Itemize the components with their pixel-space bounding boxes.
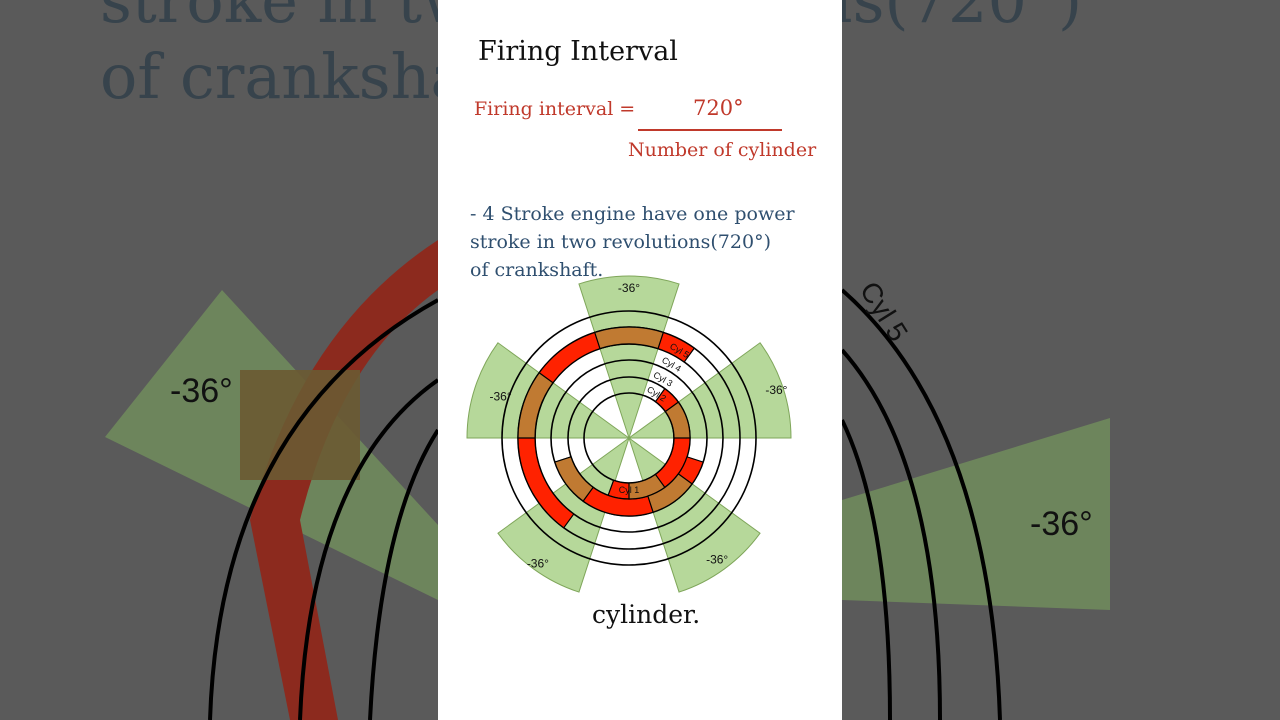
wedge-label-1: -36° xyxy=(618,281,640,295)
bg-wedge-label-left: -36° xyxy=(170,372,233,410)
wedge-label-5: -36° xyxy=(765,383,787,397)
overlap-block-5 xyxy=(593,326,665,350)
wedge-label-2: -36° xyxy=(490,389,512,403)
overlap-block-2 xyxy=(664,401,691,439)
overlap-block-1 xyxy=(628,473,666,500)
bg-ring-3 xyxy=(368,428,440,720)
bg-red-ring xyxy=(250,240,438,720)
formula-denominator: Number of cylinder xyxy=(628,139,817,161)
cylinder-label-1: Cyl 1 xyxy=(619,485,640,495)
overlap-block-6 xyxy=(517,371,554,439)
wedge-label-3: -36° xyxy=(527,556,549,570)
overlap-group xyxy=(517,326,693,513)
content-panel: Firing Interval Firing interval = 720° N… xyxy=(438,0,842,720)
bg-wedge-right xyxy=(842,418,1110,610)
bg-ring-2 xyxy=(298,378,440,720)
page-title: Firing Interval xyxy=(478,36,678,67)
bg-ring-right-1 xyxy=(840,288,1002,720)
bg-ring-right-3 xyxy=(840,419,892,720)
bg-overlap-band xyxy=(240,370,360,480)
bg-ring-1 xyxy=(208,298,439,720)
note-line-3: of crankshaft. xyxy=(470,259,604,281)
note-line-2: stroke in two revolutions(720°) xyxy=(470,231,771,253)
wedge-group xyxy=(466,275,792,593)
power-arc-3 xyxy=(517,326,696,529)
ring-6 xyxy=(501,310,757,566)
fraction-bar xyxy=(638,129,782,131)
bg-wedge-label-right: -36° xyxy=(1030,505,1093,543)
note-text: - 4 Stroke engine have one power stroke … xyxy=(470,200,830,284)
bg-ring-right-2 xyxy=(840,348,942,720)
note-line-1: - 4 Stroke engine have one power xyxy=(470,203,795,225)
wedge-label-4: -36° xyxy=(706,552,728,566)
caption: cylinder. xyxy=(592,600,701,629)
formula-label: Firing interval = xyxy=(474,98,636,120)
overlap-block-4 xyxy=(647,473,693,513)
overlap-block-3 xyxy=(554,456,594,502)
wedge-1 xyxy=(578,275,680,440)
formula-numerator: 720° xyxy=(693,96,744,120)
